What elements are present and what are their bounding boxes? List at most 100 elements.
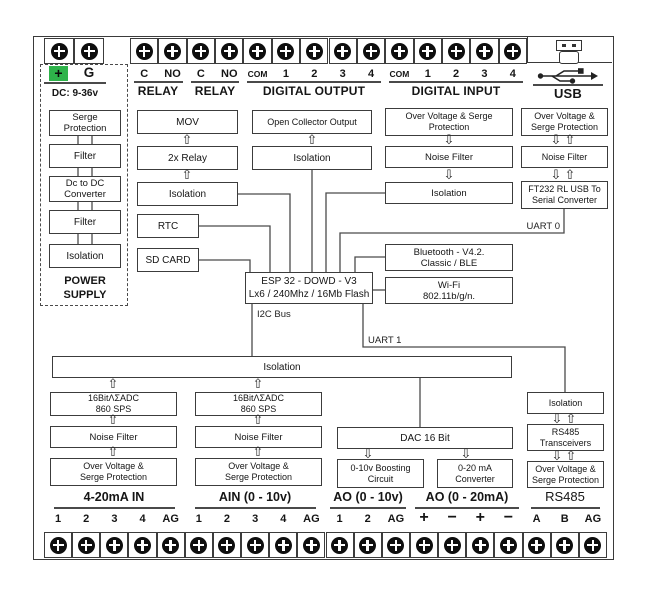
terminal-cell — [184, 532, 213, 558]
top-terminal-label: 4 — [367, 68, 375, 80]
terminal-screw — [246, 536, 264, 554]
terminal-cell — [466, 532, 495, 558]
terminal-cell — [100, 532, 129, 558]
terminal-cell — [356, 38, 386, 64]
block-ovp-2: Over Voltage & Serge Protection — [195, 458, 322, 486]
block-020ma-converter: 0-20 mA Converter — [437, 459, 513, 488]
terminal-cell — [74, 38, 104, 64]
header-digital-output: DIGITAL OUTPUT — [262, 84, 366, 98]
terminal-screw — [274, 536, 292, 554]
block-adc-1: 16BitΛΣADC 860 SPS — [50, 392, 177, 416]
terminal-screw — [192, 42, 210, 60]
footer-underline-2 — [195, 507, 316, 509]
terminal-cell — [300, 38, 329, 64]
terminal-screw — [49, 536, 67, 554]
up-arrow-icon: ⇧ — [564, 133, 576, 148]
power-supply-enclosure — [40, 64, 128, 306]
terminal-cell — [212, 532, 242, 558]
relay2-underline — [191, 81, 239, 83]
bottom-terminal-label: 3 — [252, 513, 259, 525]
block-filter-1: Filter — [49, 144, 121, 168]
bottom-terminal-label: − — [447, 509, 457, 526]
footer-underline-4 — [415, 507, 519, 509]
terminal-screw — [220, 42, 238, 60]
up-arrow-icon: ⇧ — [181, 133, 193, 148]
footer-underline-5 — [531, 507, 600, 509]
up-arrow-icon: ⇧ — [565, 449, 577, 464]
block-bluetooth: Bluetooth - V4.2. Classic / BLE — [385, 244, 513, 271]
terminal-cell — [215, 38, 244, 64]
terminal-cell — [269, 532, 298, 558]
bottom-terminal-label: AG — [584, 513, 602, 525]
bottom-terminal-label: AG — [162, 513, 179, 525]
footer-ao-20ma: AO (0 - 20mA) — [425, 490, 509, 504]
terminal-screw — [331, 536, 349, 554]
block-noise-filter-1: Noise Filter — [50, 426, 177, 448]
down-arrow-icon: ⇩ — [550, 133, 562, 148]
terminal-cell — [325, 532, 354, 558]
up-arrow-icon: ⇧ — [306, 133, 318, 148]
block-usb-overvoltage-protection: Over Voltage & Serge Protection — [521, 108, 608, 136]
terminal-screw — [387, 536, 405, 554]
terminal-cell — [385, 38, 414, 64]
i2c-bus-label: I2C Bus — [257, 309, 291, 320]
top-terminal-label: COM — [247, 69, 268, 79]
block-ovp-1: Over Voltage & Serge Protection — [50, 458, 177, 486]
top-terminal-label: COM — [389, 69, 410, 79]
top-terminal-label: 3 — [339, 68, 346, 80]
usb-divider-vertical — [527, 36, 529, 63]
footer-underline-3 — [330, 507, 406, 509]
terminal-screw — [249, 42, 267, 60]
block-relay-isolation: Isolation — [137, 182, 238, 206]
terminal-screw — [504, 42, 522, 60]
down-arrow-icon: ⇩ — [550, 168, 562, 183]
terminal-screw — [447, 42, 465, 60]
usb-underline — [533, 84, 603, 86]
plus-terminal-badge: + — [49, 66, 68, 81]
header-relay-1: RELAY — [137, 84, 179, 98]
down-arrow-icon: ⇩ — [362, 447, 374, 462]
terminal-screw — [135, 42, 153, 60]
down-arrow-icon: ⇩ — [551, 449, 563, 464]
usb-plug-body-icon — [559, 51, 579, 64]
block-rs485-isolation: Isolation — [527, 392, 604, 414]
terminal-screw — [162, 536, 180, 554]
footer-ao-10v: AO (0 - 10v) — [333, 490, 403, 504]
terminal-cell — [438, 532, 467, 558]
top-terminal-label: NO — [221, 68, 238, 80]
terminal-screw — [499, 536, 517, 554]
terminal-screw — [390, 42, 408, 60]
up-arrow-icon: ⇧ — [252, 413, 264, 428]
block-power-isolation: Isolation — [49, 244, 121, 268]
block-rs485-ovp: Over Voltage & Serge Protection — [527, 461, 604, 488]
top-terminal-label: C — [196, 68, 205, 80]
terminal-screw — [443, 536, 461, 554]
down-arrow-icon: ⇩ — [443, 168, 455, 183]
terminal-cell — [522, 532, 551, 558]
terminal-cell — [130, 38, 159, 64]
block-dac: DAC 16 Bit — [337, 427, 513, 449]
uart1-label: UART 1 — [368, 335, 402, 346]
up-arrow-icon: ⇧ — [252, 377, 264, 392]
block-open-collector-output: Open Collector Output — [252, 110, 372, 134]
terminal-screw — [359, 536, 377, 554]
terminal-screw — [190, 536, 208, 554]
usb-trident-icon — [537, 68, 598, 84]
terminal-cell — [156, 532, 185, 558]
terminal-cell — [409, 532, 439, 558]
up-arrow-icon: ⇧ — [564, 168, 576, 183]
terminal-cell — [241, 532, 270, 558]
block-2x-relay: 2x Relay — [137, 146, 238, 170]
terminal-cell — [353, 532, 382, 558]
top-terminal-label: 2 — [311, 68, 318, 80]
terminal-screw — [218, 536, 236, 554]
relay1-underline — [134, 81, 183, 83]
terminal-screw — [528, 536, 546, 554]
bottom-terminal-label: A — [532, 513, 541, 525]
block-noise-filter-2: Noise Filter — [195, 426, 322, 448]
terminal-cell — [297, 532, 326, 558]
terminal-cell — [186, 38, 216, 64]
bottom-terminal-label: AG — [303, 513, 320, 525]
top-terminal-label: 3 — [481, 68, 488, 80]
bottom-terminal-label: 4 — [139, 513, 146, 525]
